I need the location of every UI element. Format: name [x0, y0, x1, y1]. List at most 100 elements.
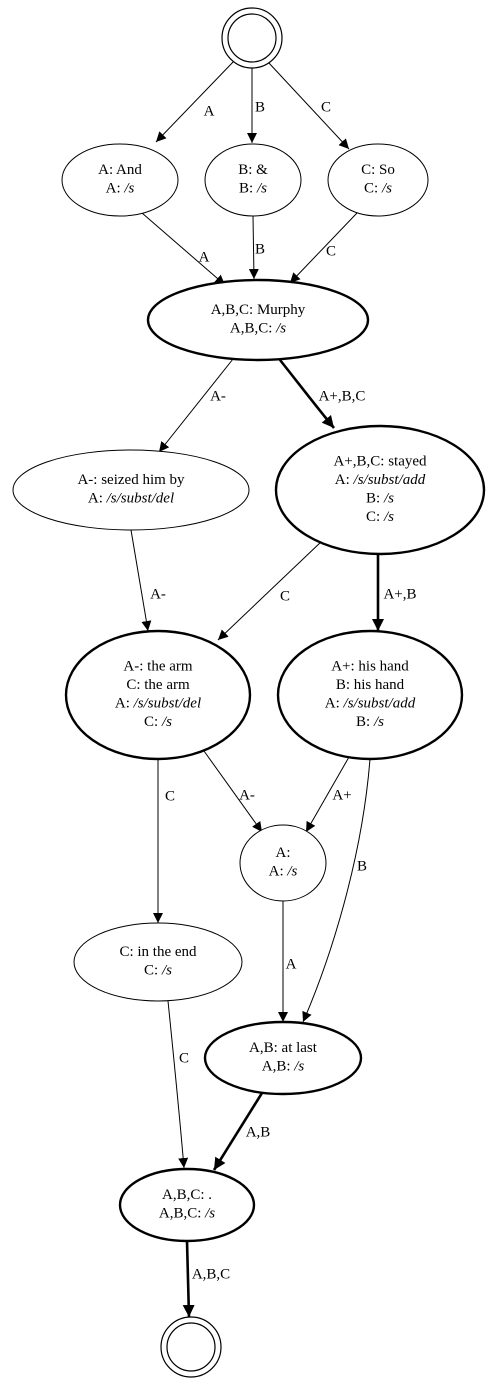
node-n9: A:A: /s: [239, 824, 327, 902]
edge-n10-n12: C: [167, 1000, 189, 1169]
edge-label: B: [255, 241, 265, 257]
node-label-text: A+,B,C: stayed: [333, 454, 427, 470]
node-label-line: C: So: [361, 162, 395, 178]
node-label-path: /s: [383, 509, 394, 525]
edge-label: C: [321, 99, 331, 115]
node-label-line: A+: his hand: [331, 659, 409, 675]
node-label-line: A: /s: [269, 864, 298, 880]
edge-line: [212, 1092, 264, 1171]
edge-label: C: [280, 588, 290, 604]
node-label-path: /s/subst/del: [106, 491, 175, 507]
node-label-text: A:: [88, 491, 107, 507]
node-label-text: A,B,C:: [159, 1206, 205, 1222]
edge-line: [289, 212, 358, 284]
node-ellipse: [203, 1020, 363, 1096]
node-label-line: A: /s/subst/add: [325, 696, 416, 712]
node-label-path: /s: [161, 714, 172, 730]
edge-label: A-: [239, 787, 255, 803]
edge-label: B: [357, 858, 367, 874]
node-label-line: C: /s: [144, 714, 172, 730]
node-label-text: A,B,C: Murphy: [211, 302, 306, 318]
node-label-text: A-: the arm: [123, 659, 192, 675]
edge-label: C: [165, 788, 175, 804]
node-label-path: /s: [383, 491, 394, 507]
edge-label: A,B: [246, 1124, 271, 1140]
node-label-line: C: /s: [364, 181, 392, 197]
terminal-inner-circle: [166, 1322, 216, 1372]
node-label-line: A-: the arm: [123, 659, 192, 675]
edge-n8-n9: A+: [305, 756, 352, 833]
node-label-text: A,B: at last: [249, 1040, 318, 1056]
edge-n5-n7: A-: [130, 529, 166, 632]
node-label-text: A:: [335, 472, 354, 488]
edge-line: [141, 212, 226, 286]
node-n2: B: & B: /s: [204, 143, 302, 217]
node-label-line: C: /s: [144, 963, 172, 979]
edge-label: A+,B: [383, 586, 416, 602]
node-label-line: C: the arm: [126, 677, 190, 693]
edge-line: [278, 359, 336, 429]
node-ellipse: [64, 629, 252, 761]
node-label-line: A,B: /s: [262, 1059, 305, 1075]
edge-label: A,B,C: [192, 1266, 230, 1282]
node-label-line: A: /s/subst/del: [115, 696, 201, 712]
node-n12: A,B,C: .A,B,C: /s: [118, 1167, 256, 1243]
node-label-path: /s: [256, 181, 267, 197]
edge-label: A-: [210, 388, 226, 404]
node-label-text: C: in the end: [119, 944, 197, 960]
node-label-path: /s: [373, 714, 384, 730]
edge-label: C: [326, 243, 336, 259]
edge-n4-n6: A+,B,C: [278, 359, 365, 429]
node-label-line: B: /s: [356, 714, 384, 730]
edge-n9-n11: A: [278, 901, 297, 1022]
node-label-text: A:: [106, 181, 125, 197]
node-n5: A-: seized him by A: /s/subst/del: [12, 449, 250, 531]
node-label-path: /s: [204, 1206, 215, 1222]
node-ellipse: [12, 449, 250, 531]
edge-start-n1: A: [155, 59, 236, 143]
edge-line: [182, 1240, 195, 1318]
edge-n6-n8: A+,B: [372, 554, 417, 631]
node-ellipse: [274, 424, 486, 556]
node-label-line: A:: [276, 845, 291, 861]
edge-label: A-: [150, 586, 166, 602]
node-label-line: A: And: [98, 162, 142, 178]
edge-label: C: [179, 1050, 189, 1066]
terminal-inner-circle: [227, 13, 277, 63]
edge-n1-n4: A: [141, 212, 226, 286]
node-label-path: /s: [381, 181, 392, 197]
node-label-text: A,B,C:: [230, 321, 276, 337]
node-label-line: A-: seized him by: [77, 472, 185, 488]
edge-n7-n9: A-: [203, 750, 263, 833]
edge-start-n3: C: [267, 61, 350, 150]
edge-n7-n10: C: [153, 759, 175, 923]
node-label-text: C:: [144, 963, 162, 979]
node-ellipse: [118, 1167, 256, 1243]
edge-label: A: [286, 956, 297, 972]
edge-line: [130, 529, 152, 632]
edge-label: A: [199, 249, 210, 265]
node-ellipse: [239, 824, 327, 902]
node-label-text: C: the arm: [126, 677, 190, 693]
node-label-text: B:: [239, 181, 257, 197]
node-label-path: /s: [161, 963, 172, 979]
node-label-line: B: /s: [366, 491, 394, 507]
node-label-path: /s/subst/add: [343, 696, 416, 712]
node-ellipse: [73, 922, 243, 1002]
node-label-text: B: &: [238, 162, 268, 178]
node-label-text: A:: [276, 845, 291, 861]
node-label-line: A: /s/subst/add: [335, 472, 426, 488]
edge-line: [203, 750, 263, 833]
node-label-line: C: /s: [366, 509, 394, 525]
edge-line: [155, 59, 236, 143]
node-ellipse: [146, 278, 370, 362]
node-label-line: A: /s/subst/del: [88, 491, 174, 507]
node-ellipse: [204, 143, 302, 217]
node-label-path: /s/subst/add: [353, 472, 426, 488]
node-label-text: A:: [269, 864, 288, 880]
